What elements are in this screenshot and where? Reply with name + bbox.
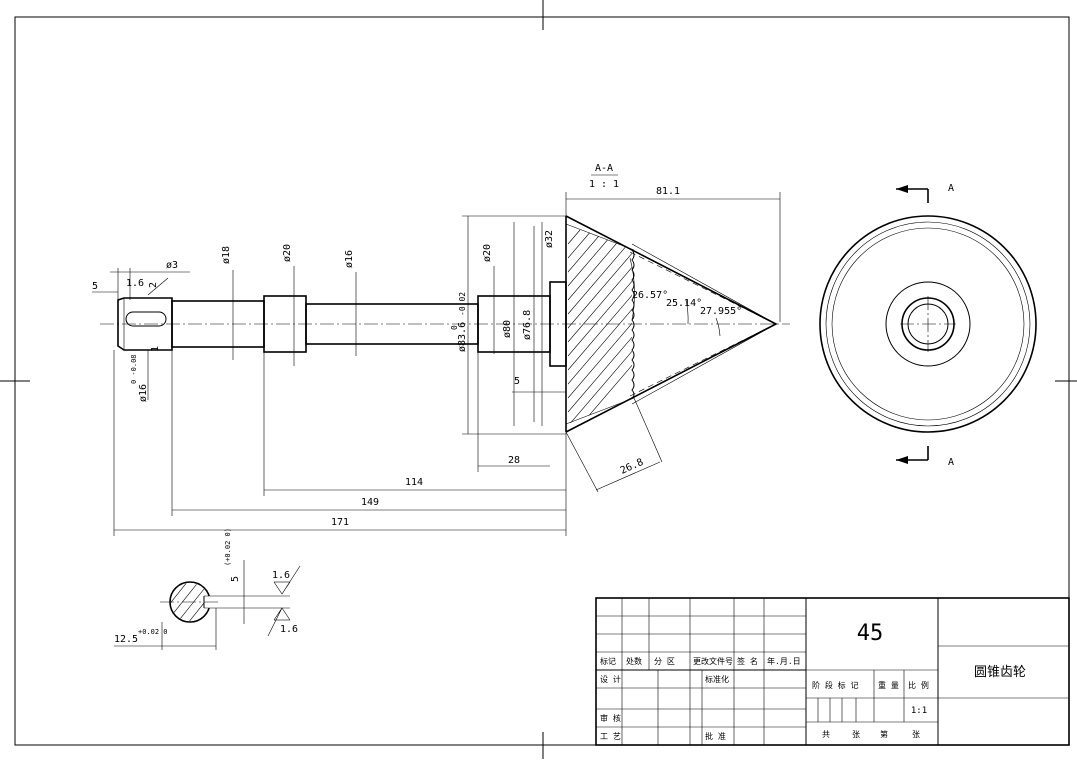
dim-26-8: 26.8 <box>619 457 645 477</box>
side-view: A A <box>819 183 1037 468</box>
tb-zone: 分 区 <box>654 657 675 666</box>
section-marker-bottom: A <box>948 457 954 468</box>
dim-5-gear: 5 <box>514 376 520 387</box>
dim-114: 114 <box>405 477 423 488</box>
angle-27-955: 27.955° <box>700 306 742 317</box>
section-scale-text: 1 : 1 <box>589 179 619 190</box>
dim-5-left: 5 <box>92 281 98 292</box>
dim-phi83-6-tol-lower: -0.02 <box>458 292 467 316</box>
angle-25-14: 25.14° <box>666 298 702 309</box>
tb-change-doc: 更改文件号 <box>693 656 733 666</box>
tb-approve: 批 准 <box>705 731 726 741</box>
section-label-text: A-A <box>595 163 613 174</box>
dim-phi83-6: ø83.6 <box>457 322 468 352</box>
tb-weight: 重 量 <box>878 680 899 690</box>
tb-signature: 签 名 <box>737 656 758 666</box>
tb-sheet-unit-1: 张 <box>852 730 860 739</box>
tb-sheet-no: 第 <box>880 729 888 739</box>
tb-sheet-total: 共 <box>822 730 830 739</box>
tb-process: 工 艺 <box>600 732 621 741</box>
dim-phi76-8: ø76.8 <box>522 310 533 340</box>
dim-phi20-gear: ø20 <box>482 244 493 262</box>
keyway-width: 5 <box>230 576 241 582</box>
tb-design: 设 计 <box>600 674 621 684</box>
dim-phi16-shaft: ø16 <box>344 250 355 268</box>
dim-81-1: 81.1 <box>656 186 680 197</box>
dim-149: 149 <box>361 497 379 508</box>
part-name-text: 圆锥齿轮 <box>974 665 1026 680</box>
tooth-profile <box>631 249 635 399</box>
roughness-top: 1.6 <box>272 570 290 581</box>
dim-phi32: ø32 <box>544 230 555 248</box>
section-hatching <box>568 229 632 424</box>
section-view-label: A-A 1 : 1 <box>589 163 619 190</box>
keyway-width-tol: (+0.02 0) <box>224 528 232 566</box>
dimensions: 81.1 5 1.6 2 ø3 ø18 ø20 ø16 ø20 ø32 ø83.… <box>92 186 781 536</box>
roughness-bottom: 1.6 <box>280 624 298 635</box>
material-text: 45 <box>857 621 884 646</box>
dim-phi3: ø3 <box>166 260 178 271</box>
dim-2: 2 <box>148 282 159 288</box>
tb-sheet-unit-2: 张 <box>912 730 920 739</box>
tb-stage-mark: 阶 段 标 记 <box>812 680 858 690</box>
dim-phi80: ø80 <box>502 320 513 338</box>
tb-date: 年.月.日 <box>767 656 801 666</box>
dim-28: 28 <box>508 455 520 466</box>
angle-26-57: 26.57° <box>632 290 668 301</box>
shaft-section-view <box>100 215 790 433</box>
tb-standardization: 标准化 <box>705 674 729 684</box>
section-marker-top: A <box>948 183 954 194</box>
tb-mark: 标记 <box>600 656 616 666</box>
keyway-detail: 5 (+0.02 0) 1.6 1.6 12.5 +0.02 0 <box>114 528 301 650</box>
dim-phi16-end: ø16 <box>138 384 149 402</box>
dim-phi16-end-tol: 0 -0.08 <box>130 354 138 384</box>
dim-phi20-shaft: ø20 <box>282 244 293 262</box>
title-block: 45 圆锥齿轮 1:1 标记 处数 分 区 更改文件号 签 名 年.月.日 设 … <box>595 597 1070 746</box>
dim-1-6: 1.6 <box>126 278 144 289</box>
tb-check: 审 核 <box>600 713 621 723</box>
tb-scale: 比 例 <box>908 680 929 690</box>
keyway-depth: 12.5 <box>114 634 138 645</box>
dim-1-side: 1 <box>150 346 161 352</box>
dim-171: 171 <box>331 517 349 528</box>
keyway-slot <box>125 311 167 327</box>
dim-phi83-6-tol-upper: 0 <box>450 325 459 330</box>
dim-phi18: ø18 <box>221 246 232 264</box>
scale-value-text: 1:1 <box>911 706 927 716</box>
tb-count: 处数 <box>626 656 642 666</box>
keyway-depth-tol: +0.02 0 <box>138 628 168 636</box>
